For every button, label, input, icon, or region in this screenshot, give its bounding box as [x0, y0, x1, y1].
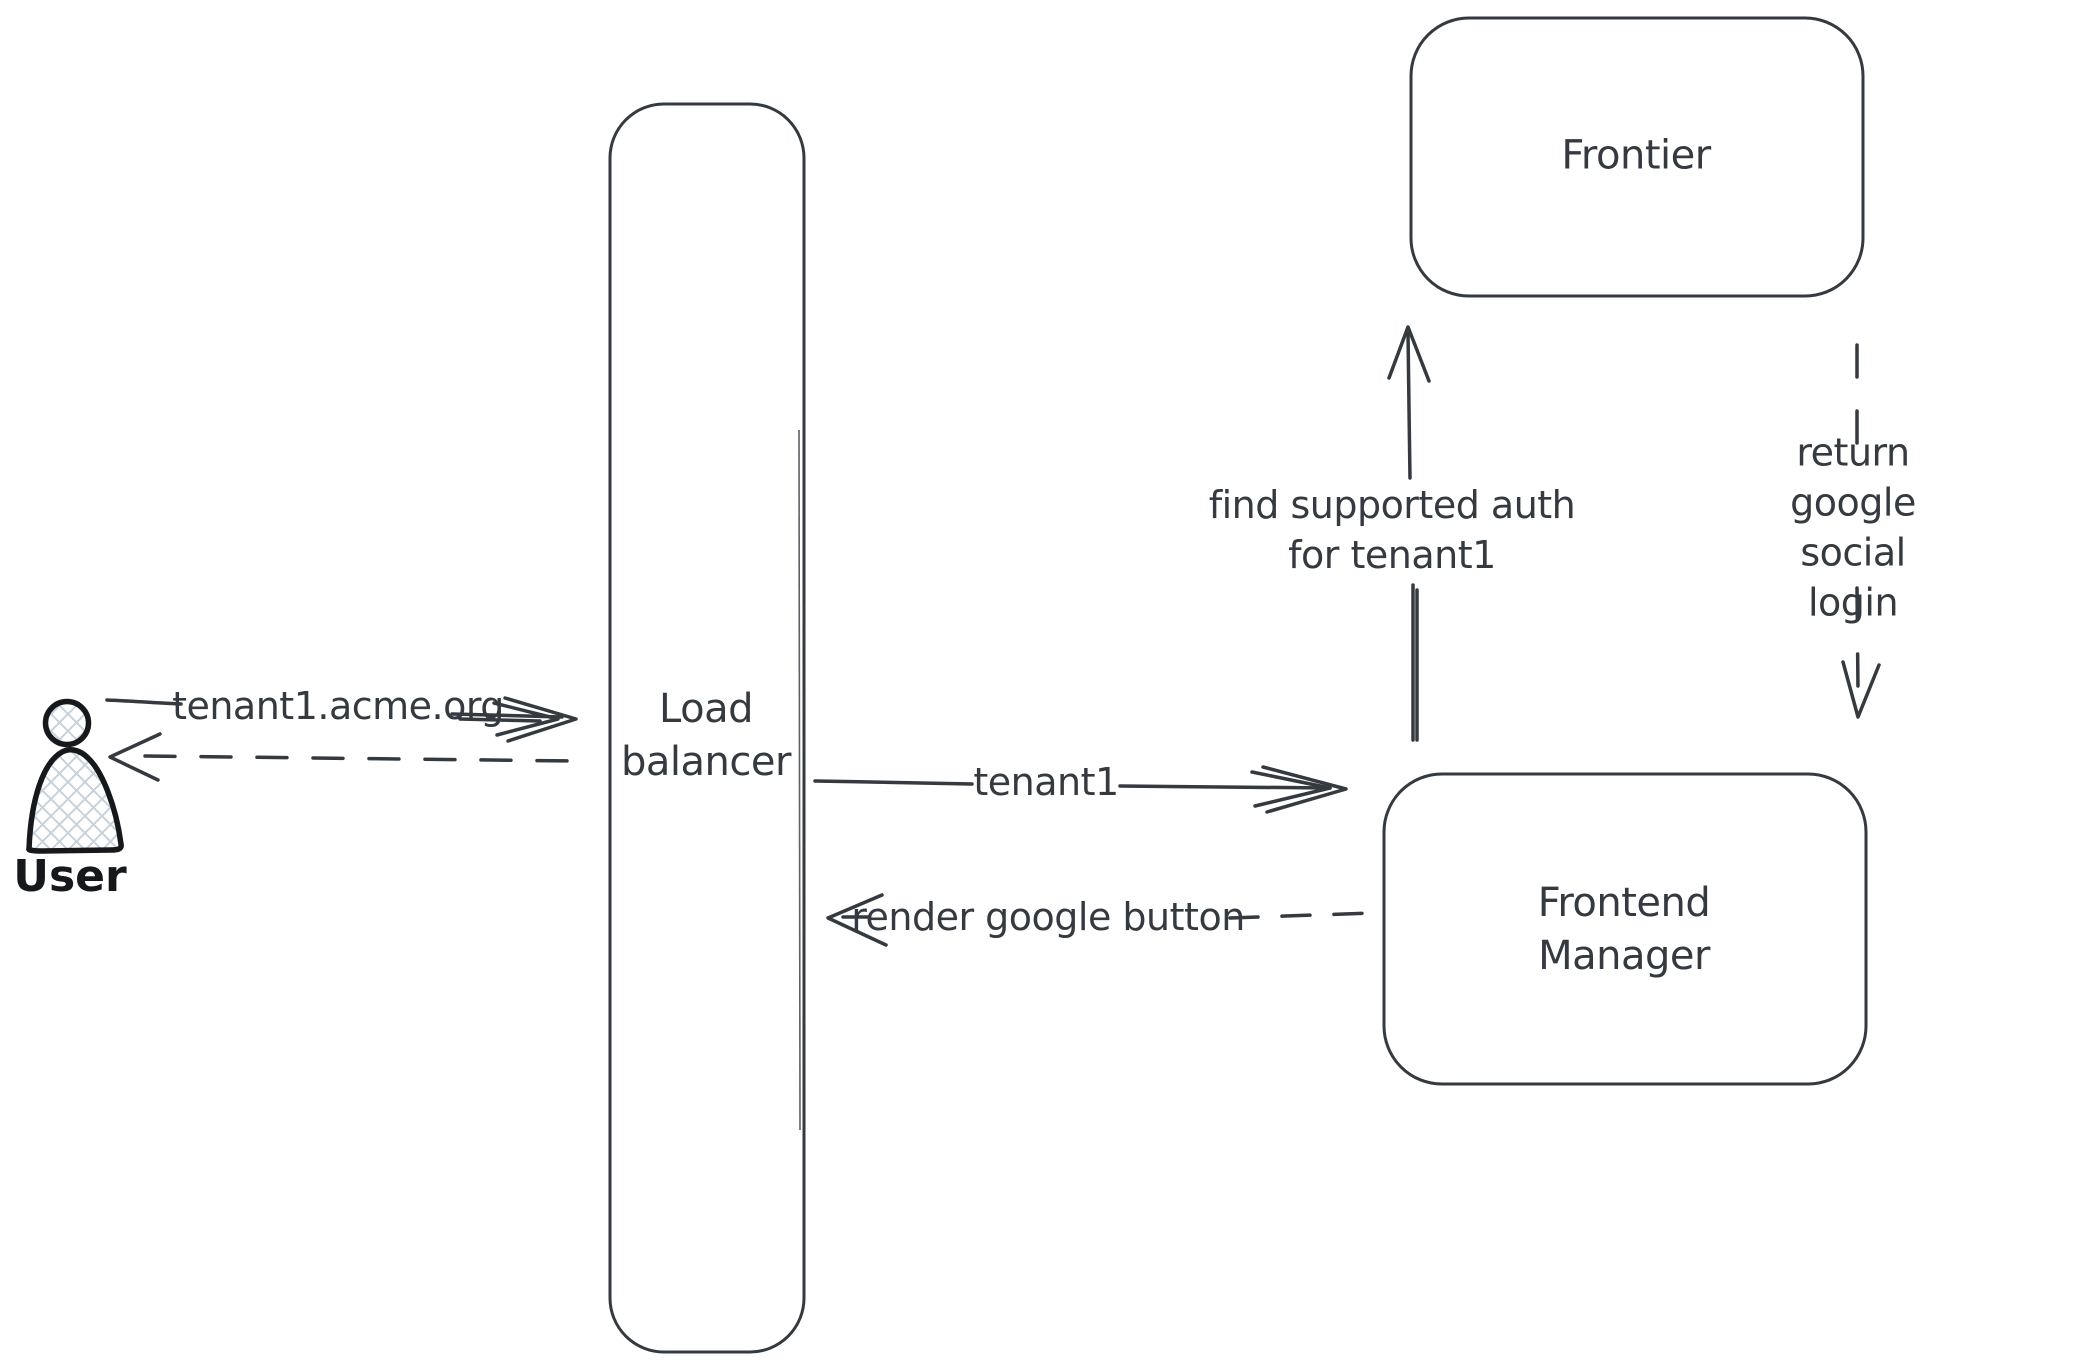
- edge-label-tenant1: tenant1: [973, 759, 1119, 804]
- node-label-frontend-manager: Frontend Manager: [1537, 880, 1711, 979]
- arrow-lb-to-fm: [813, 765, 1348, 814]
- edge-label-find-supported-auth: find supported auth for tenant1: [1208, 482, 1576, 577]
- edge-label-return-google-social-login: return google social login: [1790, 430, 1916, 626]
- node-label-user: User: [13, 850, 127, 902]
- node-label-frontier: Frontier: [1561, 132, 1711, 179]
- arrowhead-left-icon: [826, 893, 888, 947]
- frontier-box: [1409, 16, 1865, 298]
- person-icon: [26, 698, 124, 854]
- arrow-fm-to-lb: [826, 893, 1374, 947]
- arrowhead-right-icon: [503, 696, 578, 743]
- edge-label-tenant1-acme-org: tenant1.acme.org: [172, 683, 504, 728]
- arrow-lb-to-user: [108, 732, 575, 782]
- arrow-user-to-lb: [105, 696, 578, 743]
- arrowhead-down-icon: [1841, 660, 1881, 719]
- edge-label-render-google-button: render google button: [851, 894, 1245, 939]
- arrow-frontier-to-fm: [1841, 343, 1881, 719]
- arrowhead-up-icon: [1387, 325, 1431, 383]
- arrowhead-left-icon: [108, 732, 162, 782]
- arrowhead-right-icon: [1261, 765, 1348, 814]
- node-label-load-balancer: Load balancer: [621, 686, 791, 785]
- arrow-fm-to-frontier: [1387, 325, 1431, 742]
- load-balancer-box: [608, 102, 806, 1354]
- frontend-manager-box: [1382, 772, 1868, 1086]
